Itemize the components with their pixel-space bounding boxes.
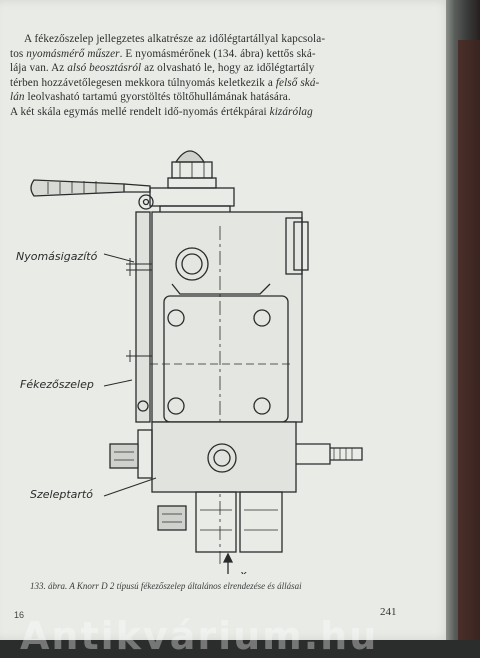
valve-body <box>150 211 309 564</box>
label-valve-holder: Szeleptartó <box>30 488 93 501</box>
text-line-4: térben hozzávetőlegesen mekkora túlnyomá… <box>10 76 320 89</box>
watermark: Antikvárium.hu <box>20 614 379 658</box>
axis-arrow <box>222 552 234 574</box>
text-line-5: lán leolvasható tartamú gyorstöltés tölt… <box>10 91 291 104</box>
pressure-adjuster <box>126 211 152 423</box>
page-number: 241 <box>380 606 397 618</box>
text-line-2: tos nyomásmérő műszer. E nyomásmérőnek (… <box>10 47 316 60</box>
leader-pressure-adjuster <box>103 253 135 263</box>
figure-caption: 133. ábra. A Knorr D 2 típusú fékezőszel… <box>30 581 302 591</box>
bottom-connectors <box>195 491 283 553</box>
leader-valve-holder <box>103 477 157 497</box>
text-line-1: A fékezőszelep jellegzetes alkatrésze az… <box>24 33 326 45</box>
book-cover-edge <box>458 40 480 640</box>
brake-valve-diagram: Nyomásigazító Fékezőszelep Szeleptartó x <box>16 150 363 574</box>
top-cap-nut <box>149 150 235 215</box>
label-brake-valve: Fékezőszelep <box>20 378 94 391</box>
text-line-6: A két skála egymás mellé rendelt idő-nyo… <box>10 105 313 118</box>
leader-brake-valve <box>103 379 133 387</box>
book-page: A fékezőszelep jellegzetes alkatrésze az… <box>0 0 452 640</box>
label-axis-x: x <box>239 568 247 574</box>
text-line-3: lája van. Az alsó beosztásról az olvasha… <box>10 62 315 75</box>
label-pressure-adjuster: Nyomásigazító <box>16 250 98 263</box>
handle-lever <box>30 179 154 210</box>
footer-mark: 16 <box>14 610 25 620</box>
body-paragraph: A fékezőszelep jellegzetes alkatrésze az… <box>10 32 434 120</box>
valve-holder <box>109 421 363 531</box>
